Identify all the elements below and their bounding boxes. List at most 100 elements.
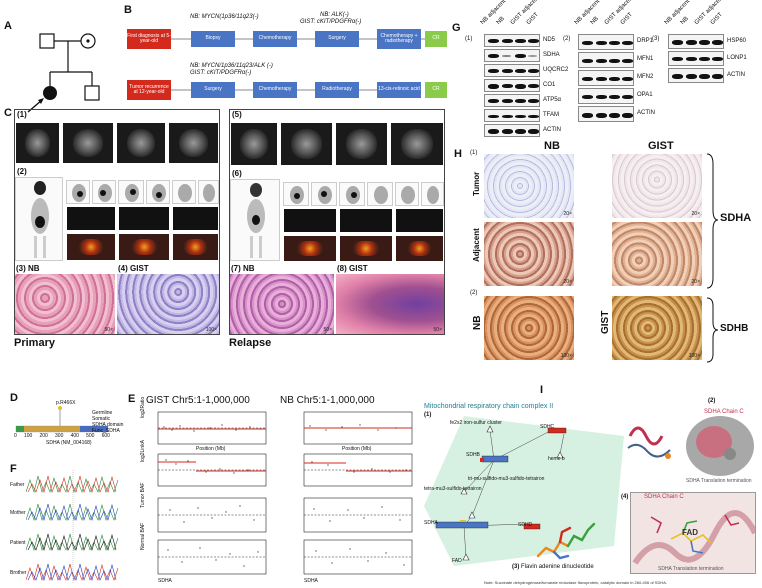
e-gene-right: SDHA xyxy=(304,578,318,584)
g1-protein-uqcrc2: UQCRC2 xyxy=(543,67,569,73)
i-detail-box xyxy=(630,492,756,574)
h-adjacent-nb: 20× xyxy=(484,222,574,286)
b-row1-arrows xyxy=(171,38,425,40)
b-row1-chemotherapy: Chemotherapy xyxy=(253,31,297,47)
g2-blot-drp1 xyxy=(578,34,634,50)
c1-ct-4 xyxy=(168,122,219,164)
panel-label-i: I xyxy=(540,384,544,396)
h-sdhb-gist: 100× xyxy=(612,296,702,360)
h-adjacent-gist: 20× xyxy=(612,222,702,286)
g3-lanes: NB adjacent NB GIST adjacent GIST xyxy=(663,0,726,26)
h1-label: (1) xyxy=(470,150,478,156)
b-row2-chemotherapy: Chemotherapy xyxy=(253,82,297,98)
g2-label: (2) xyxy=(563,36,571,42)
c2-fusion-2 xyxy=(118,233,170,261)
c5-ct-3 xyxy=(335,122,388,166)
i-sub1: (1) xyxy=(424,412,432,418)
g2-protein-mfn1: MFN1 xyxy=(637,56,654,62)
h-sdha-label: SDHA xyxy=(720,212,752,224)
h-tumor-nb: 20× xyxy=(484,154,574,218)
i-node-fad: FAD xyxy=(452,558,462,564)
c6-pet-e xyxy=(395,182,419,206)
e-title-right: NB Chr5:1-1,000,000 xyxy=(280,395,375,406)
c2-pet-b xyxy=(92,180,116,204)
h-row-nb: NB xyxy=(472,315,483,330)
g2-blot-mfn2 xyxy=(578,70,634,86)
c4-gist-histology: 100× xyxy=(117,274,219,334)
i-fad-detail: FAD xyxy=(682,528,698,537)
c2-pet-e xyxy=(172,180,196,204)
i-flavin-label: (3) Flavin adenine dinucleotide xyxy=(512,564,594,570)
b-row2-surgery: Surgery xyxy=(191,82,235,98)
c2-ct-row-2 xyxy=(118,206,170,231)
g2-blot-mfn1 xyxy=(578,52,634,68)
h2-label: (2) xyxy=(470,290,478,296)
b-row2-arrows xyxy=(171,89,377,91)
panel-label-a: A xyxy=(4,20,12,32)
h-row-gist: GIST xyxy=(600,310,611,334)
i-network xyxy=(424,416,624,566)
c3-nb-histology: 50× xyxy=(15,274,115,334)
i-node-hemeb: heme b xyxy=(548,456,565,462)
g2-protein-actin: ACTIN xyxy=(637,110,655,116)
c6-label: (6) xyxy=(232,169,242,178)
i-fad-molecule xyxy=(536,522,596,560)
e-ylabel-2: log2LinkA xyxy=(140,440,146,462)
e-gene-left: SDHA xyxy=(158,578,172,584)
i-node-sdhb: SDHB xyxy=(466,452,480,458)
g2-blot-actin xyxy=(578,106,634,122)
g1-protein-tfam: TFAM xyxy=(543,112,559,118)
d-legend-domain: SDHA domain xyxy=(92,422,124,428)
g1-blot-sdha xyxy=(484,49,540,62)
i-title: Mitochondrial respiratory chain complex … xyxy=(424,403,554,410)
d-mutation-label: p.R466X xyxy=(56,400,76,406)
i-translation-top: SDHA Translation termination xyxy=(686,478,752,484)
i-sub4: (4) xyxy=(621,494,629,500)
c6-pet-mip xyxy=(230,179,280,261)
c2-pet-d xyxy=(146,180,170,204)
g1-label: (1) xyxy=(465,36,473,42)
c5-ct-4 xyxy=(390,122,444,166)
c2-label: (2) xyxy=(17,167,27,176)
c5-ct-1 xyxy=(230,122,278,166)
d-legend-func: Func_SDHA xyxy=(92,428,120,434)
f-row-father: Father xyxy=(10,482,25,488)
h-tumor-gist: 20× xyxy=(612,154,702,218)
g1-blot-co1 xyxy=(484,79,540,92)
i-node-tetramu: tetra-mu3-sulfido-tetrairon xyxy=(424,486,482,492)
c1-ct-3 xyxy=(116,122,166,164)
panel-label-e: E xyxy=(128,393,136,405)
b-row2-note-gist: GIST: cKIT/PDGFRα(-) xyxy=(190,70,252,76)
f-sanger-traces xyxy=(26,470,119,584)
d-legend-germline: Germline xyxy=(92,410,113,416)
c-relapse-frame xyxy=(229,109,445,335)
c7-label: (7) NB xyxy=(231,264,255,273)
b-row1-chemo-radio: Chemotherapy + radiotherapy xyxy=(377,29,421,49)
d-legend: Germline Somatic SDHA domain Func_SDHA xyxy=(92,410,132,434)
c-primary-frame xyxy=(14,109,220,335)
c6-pet-d xyxy=(367,182,393,206)
g1-protein-sdha: SDHA xyxy=(543,52,560,58)
b-row1-note-nb2: NB: ALK(-) xyxy=(320,12,349,18)
c8-label: (8) GIST xyxy=(337,264,368,273)
g3-protein-actin: ACTIN xyxy=(727,72,745,78)
g1-protein-atp5a: ATP5α xyxy=(543,97,562,103)
c2-pet-f xyxy=(198,180,219,204)
h-sdhb-nb: 100× xyxy=(484,296,574,360)
i-sub2: (2) xyxy=(708,398,716,404)
e-title-left: GIST Chr5:1-1,000,000 xyxy=(146,395,250,406)
i-node-trimu: tri-mu-sulfido-mu3-sulfido-tetrairon xyxy=(468,476,545,482)
c1-ct-1 xyxy=(15,122,60,164)
d-lollipop-plot xyxy=(15,406,109,433)
c6-ct-row-1 xyxy=(283,208,337,233)
c6-ct-row-3 xyxy=(395,208,444,233)
i-node-sdhd: SDHD xyxy=(518,522,533,528)
c6-fusion-1 xyxy=(283,235,337,262)
c6-pet-f xyxy=(421,182,444,206)
e-ylabel-1: log2Ratio xyxy=(140,396,146,418)
g2-protein-drp1: DRP1 xyxy=(637,38,654,44)
g3-protein-lonp1: LONP1 xyxy=(727,55,747,61)
g1-blot-nd5 xyxy=(484,34,540,47)
c2-fusion-3 xyxy=(172,233,219,261)
c-relapse-label: Relapse xyxy=(229,337,272,349)
